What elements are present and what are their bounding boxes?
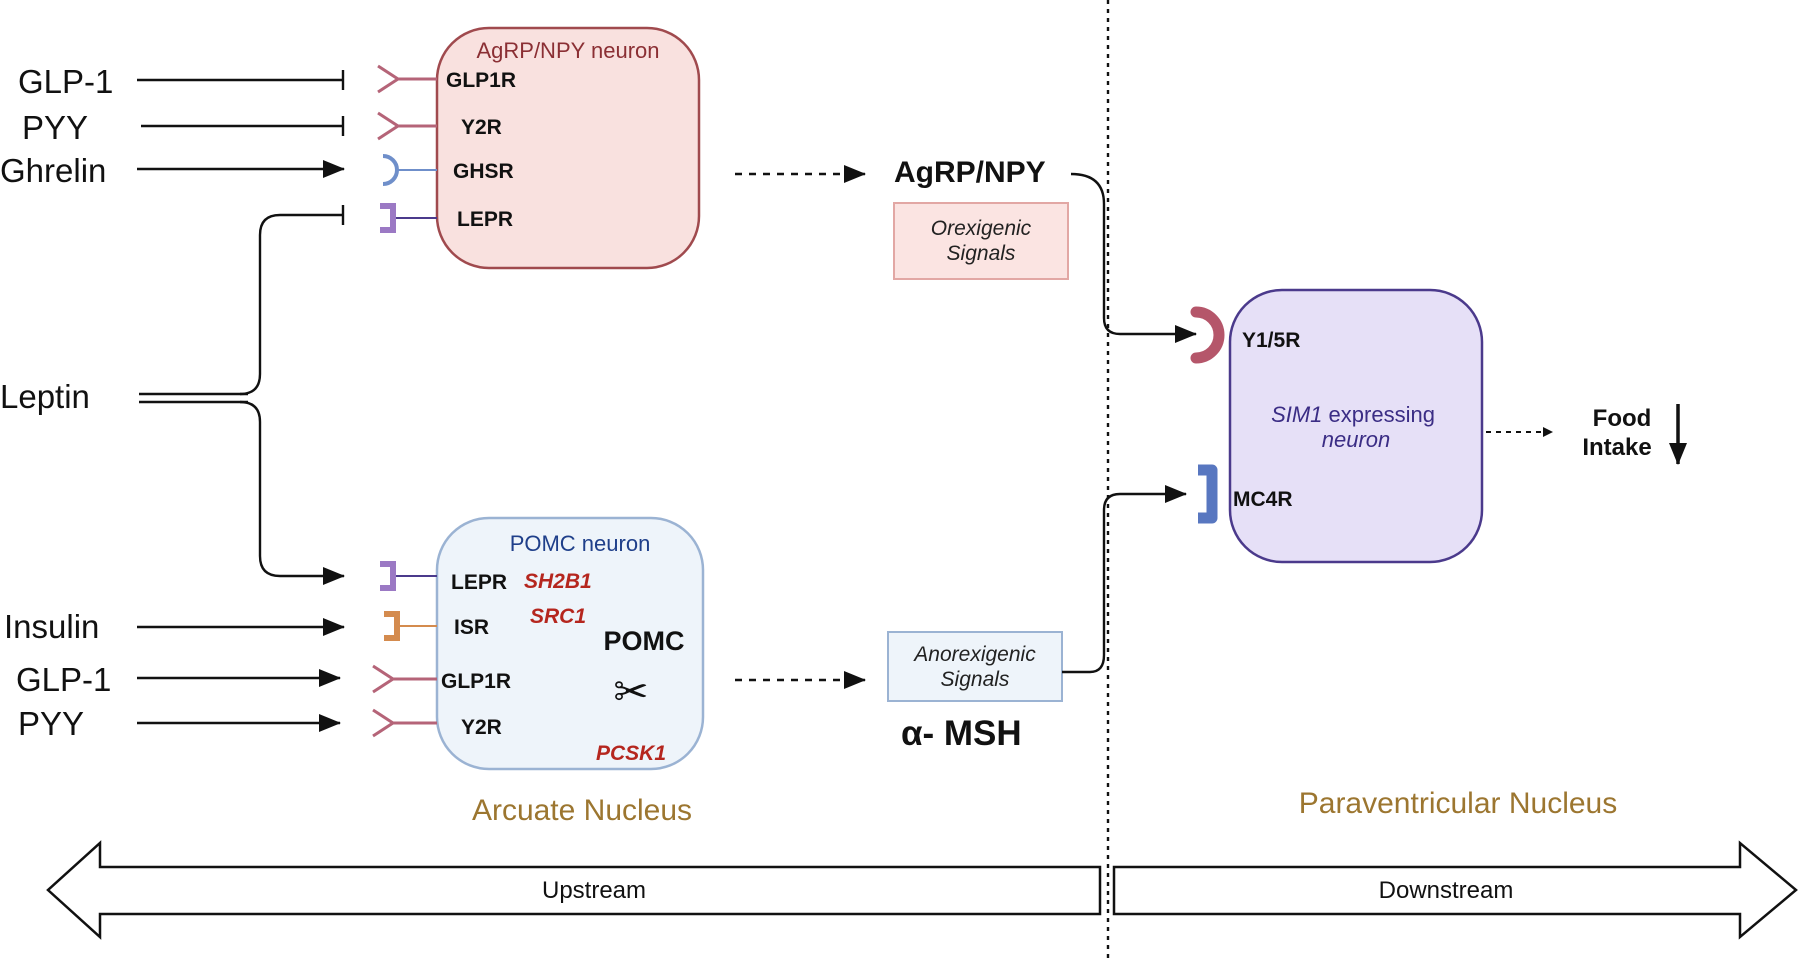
downstream-arrow: [1112, 840, 1798, 940]
lepr-receptor-bottom: [380, 561, 437, 591]
lepr-receptor-top: [380, 203, 437, 233]
orexigenic-line1: Orexigenic: [931, 217, 1032, 240]
anorexigenic-line2: Signals: [941, 668, 1010, 691]
gene-pcsk1: PCSK1: [596, 742, 666, 765]
pomc-receptor-isr: ISR: [454, 616, 489, 639]
food-label-line1: Food: [1593, 405, 1652, 432]
y2r-receptor-bottom: [372, 708, 437, 738]
pomc-receptor-y2r: Y2R: [461, 716, 502, 739]
ghsr-receptor: [382, 154, 437, 186]
input-leptin: Leptin: [0, 378, 90, 415]
pomc-receptor-lepr: LEPR: [451, 571, 507, 594]
pomc-receptor-glp1r: GLP1R: [441, 670, 511, 693]
input-ghrelin: Ghrelin: [0, 152, 106, 189]
anorexigenic-signals-box: [887, 631, 1063, 702]
isr-receptor: [384, 611, 437, 641]
sim1-neuron-label-line1: SIM1 expressing: [1271, 402, 1435, 427]
glp1r-receptor-top: [377, 64, 437, 94]
input-glp1-top: GLP-1: [18, 63, 113, 100]
food-label-line2: Intake: [1582, 434, 1651, 461]
agrp-receptor-glp1r: GLP1R: [446, 69, 516, 92]
input-pyy-bottom: PYY: [18, 705, 84, 742]
sim1-label-rest: expressing: [1322, 402, 1435, 427]
input-pyy-top: PYY: [22, 109, 88, 146]
upstream-label: Upstream: [542, 877, 646, 904]
scissors-icon: ✂: [613, 667, 648, 716]
pomc-neuron: [435, 516, 705, 771]
sim1-receptor-mc4r: MC4R: [1233, 488, 1293, 511]
leptin-activate-branch: [239, 400, 345, 585]
y2r-receptor-top: [377, 111, 437, 141]
pomc-neuron-title: POMC neuron: [510, 531, 651, 556]
leptin-inhibit-branch: [239, 213, 343, 396]
agrp-npy-output-label: AgRP/NPY: [894, 156, 1046, 189]
orexigenic-signals-box: [893, 202, 1069, 280]
sim1-neuron: [1228, 288, 1484, 564]
agrp-to-y15r-arrow: [1070, 172, 1197, 343]
agrp-receptor-ghsr: GHSR: [453, 160, 514, 183]
glp1r-receptor-bottom: [372, 664, 437, 694]
paraventricular-nucleus-label: Paraventricular Nucleus: [1299, 787, 1617, 820]
input-glp1-bottom: GLP-1: [16, 661, 111, 698]
sim1-neuron-label-line2: neuron: [1322, 427, 1391, 452]
sim1-gene-name: SIM1: [1271, 402, 1322, 427]
alpha-msh-output-label: α- MSH: [901, 714, 1022, 753]
anorexigenic-line1: Anorexigenic: [912, 643, 1036, 666]
agrp-receptor-y2r: Y2R: [461, 116, 502, 139]
y15r-receptor: [1190, 306, 1225, 364]
agrp-receptor-lepr: LEPR: [457, 208, 513, 231]
arcuate-nucleus-label: Arcuate Nucleus: [472, 794, 692, 827]
orexigenic-line2: Signals: [947, 242, 1016, 265]
agrp-neuron-title: AgRP/NPY neuron: [476, 38, 659, 63]
downstream-label: Downstream: [1379, 877, 1514, 904]
input-insulin: Insulin: [4, 608, 99, 645]
gene-sh2b1: SH2B1: [524, 570, 592, 593]
mc4r-receptor: [1198, 464, 1218, 524]
upstream-arrow: [46, 840, 1102, 940]
pomc-product-label: POMC: [604, 626, 685, 656]
agrp-npy-neuron: [435, 26, 701, 270]
msh-to-mc4r-arrow: [1062, 485, 1187, 674]
gene-src1: SRC1: [530, 605, 586, 628]
sim1-receptor-y15r: Y1/5R: [1242, 329, 1300, 352]
